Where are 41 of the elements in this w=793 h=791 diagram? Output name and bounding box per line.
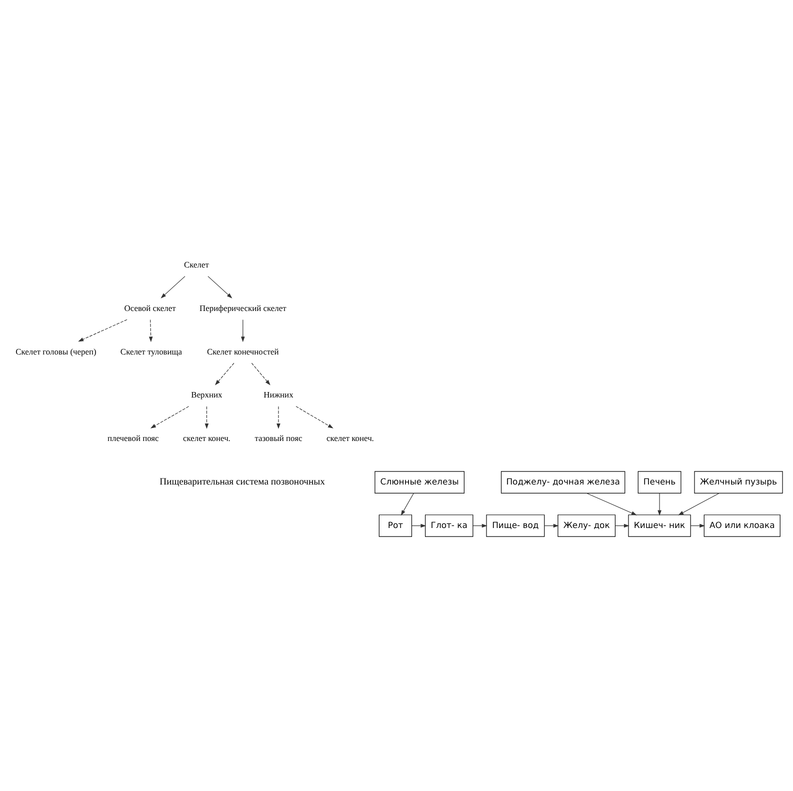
arrow — [472, 524, 488, 528]
node-text: Периферический скелет — [200, 302, 286, 313]
node-text: Верхних — [191, 390, 222, 400]
node-text: скелет конеч. — [326, 433, 374, 444]
label: Пищеварительная система позвоночных — [160, 476, 325, 488]
node-text: Осевой скелет — [124, 302, 176, 313]
arrow — [586, 492, 637, 516]
node-box: АО или клоака — [704, 514, 780, 537]
arrow — [412, 524, 426, 528]
arrow — [658, 493, 662, 516]
node-text: Скелет головы (череп) — [16, 346, 96, 356]
arrow — [251, 362, 270, 386]
node-text: Скелет туловища — [120, 346, 182, 356]
arrow — [208, 276, 232, 298]
arrow — [160, 276, 186, 298]
node-text: тазовый пояс — [254, 433, 302, 444]
node-box: Рот — [378, 514, 412, 537]
node-text: Нижних — [264, 390, 294, 400]
arrow — [296, 406, 334, 428]
node-box: Печень — [638, 471, 682, 494]
arrow — [678, 492, 720, 516]
node-text: Скелет — [184, 259, 209, 270]
node-box: Желу- док — [558, 514, 616, 537]
arrow — [150, 406, 190, 428]
node-text: скелет конеч. — [183, 433, 230, 444]
arrow — [214, 362, 234, 386]
node-box: Желчный пузырь — [694, 471, 783, 494]
arrow — [276, 406, 280, 429]
node-box: Слюнные железы — [374, 471, 464, 494]
arrow — [204, 406, 209, 429]
arrow — [148, 319, 153, 342]
node-box: Поджелу- дочная железа — [500, 471, 626, 494]
node-box: Кишеч- ник — [628, 514, 691, 537]
node-box: Пище- вод — [486, 514, 545, 537]
arrow — [78, 319, 128, 342]
node-box: Глот- ка — [424, 514, 474, 537]
node-text: Скелет конечностей — [206, 346, 279, 356]
node-text: плечевой пояс — [108, 433, 159, 444]
arrow — [400, 493, 414, 516]
arrow — [241, 319, 245, 342]
arrow — [690, 524, 706, 528]
